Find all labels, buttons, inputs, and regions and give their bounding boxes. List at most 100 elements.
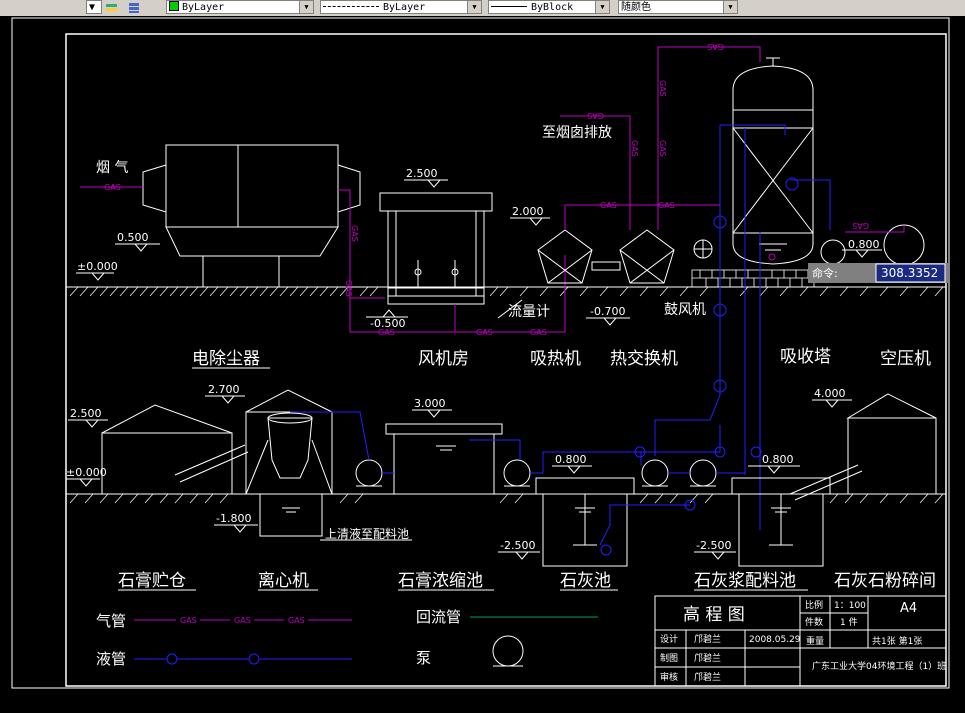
pump — [641, 459, 669, 487]
title-block — [654, 595, 947, 687]
flowmeter-leader — [497, 299, 523, 319]
centrifuge-label: 离心机 — [258, 571, 309, 591]
ground-line-upper — [66, 286, 946, 297]
elevation-label: ±0.000 — [77, 260, 118, 273]
review-name: 邝碧兰 — [694, 671, 721, 683]
fan-room — [379, 192, 493, 305]
supernatant-label: 上清液至配料池 — [325, 526, 409, 541]
elevation-marker — [694, 551, 736, 560]
inner-frame — [65, 33, 947, 687]
chevron-down-icon[interactable]: ▼ — [723, 1, 737, 13]
gas-pipe — [768, 253, 776, 261]
layer-states-icon[interactable] — [104, 0, 120, 14]
heat-exchanger — [591, 229, 675, 284]
organization: 广东工业大学04环境工程（1）班 — [812, 660, 946, 672]
count-label: 件数 — [805, 616, 823, 628]
supernatant-tank — [259, 493, 323, 537]
chevron-down-icon[interactable]: ▼ — [299, 1, 313, 13]
gas-label: GAS — [707, 42, 724, 51]
elevation-marker — [812, 399, 852, 408]
legend-gap — [284, 615, 308, 625]
elevation-label: 0.800 — [762, 453, 794, 466]
review-label: 审核 — [660, 671, 678, 683]
liquid-pipe — [654, 124, 831, 498]
layer-dropdown-arrow[interactable]: ▼ — [86, 0, 102, 14]
elevation-label: 4.000 — [814, 387, 846, 400]
command-value: 308.3352 — [881, 266, 938, 280]
legend-gap — [230, 615, 254, 625]
plotstyle-value: 随颜色 — [621, 2, 651, 13]
gas-label: GAS — [530, 328, 547, 337]
elevation-marker — [205, 395, 245, 404]
color-control[interactable]: ByLayer ▼ — [166, 0, 314, 14]
gypsum-thickener-label: 石膏浓缩池 — [398, 570, 483, 591]
layer-previous-icon[interactable] — [126, 0, 142, 14]
gas-label: GAS — [350, 225, 359, 242]
pump — [689, 459, 717, 487]
air-compressor-label: 空压机 — [880, 349, 931, 369]
gas-pipe — [657, 46, 761, 230]
drawing-canvas[interactable]: 烟 气 GAS 0.500 ±0.000 GAS GAS 2.500 -0.50… — [0, 16, 965, 709]
elevation-label: ±0.000 — [66, 466, 107, 479]
elevation-marker — [214, 524, 258, 533]
elevation-marker — [366, 309, 408, 318]
gypsum-silo-label: 石膏贮仓 — [118, 570, 186, 591]
elevation-drawing: 烟 气 GAS 0.500 ±0.000 GAS GAS 2.500 -0.50… — [11, 17, 950, 689]
brick-foundation — [691, 269, 815, 288]
chevron-down-icon[interactable]: ▼ — [595, 1, 609, 13]
gas-label: GAS — [600, 201, 617, 210]
outer-frame — [11, 17, 950, 689]
design-date: 2008.05.29 — [749, 635, 801, 645]
elevation-marker — [404, 179, 448, 188]
gas-pipe — [564, 204, 720, 230]
lime-tank — [535, 477, 635, 567]
lineweight-control[interactable]: ByBlock ▼ — [488, 0, 610, 14]
limestone-crusher-label: 石灰石粉碎间 — [834, 571, 936, 591]
scale-value: 1：100 — [834, 601, 866, 611]
linetype-preview-icon — [323, 6, 379, 7]
elevation-label: 0.800 — [848, 238, 880, 251]
weight-label: 重量 — [806, 635, 824, 647]
legend-gas-label: 气管 — [96, 612, 126, 630]
heat-absorber — [537, 229, 593, 284]
lineweight-preview-icon — [491, 6, 527, 7]
scale-label: 比例 — [805, 599, 823, 611]
linetype-control[interactable]: ByLayer ▼ — [320, 0, 482, 14]
elevation-marker — [586, 317, 630, 326]
gas-pipe — [338, 189, 385, 299]
properties-toolbar: ▼ ByLayer ▼ ByLayer ▼ ByBlock ▼ 随颜色 ▼ — [0, 0, 965, 17]
gas-label: GAS — [344, 280, 353, 297]
elevation-label: 3.000 — [414, 397, 446, 410]
elevation-label: -2.500 — [500, 539, 535, 552]
elevation-label: -1.800 — [216, 512, 251, 525]
absorption-tower — [732, 57, 814, 265]
blower — [693, 239, 713, 259]
legend-gap — [176, 615, 200, 625]
flowmeter-label: 流量计 — [508, 304, 550, 320]
gas-label: GAS — [378, 328, 395, 337]
fan-room-label: 风机房 — [418, 349, 469, 369]
command-input[interactable] — [875, 263, 946, 283]
elevation-label: 2.500 — [70, 407, 102, 420]
chevron-down-icon[interactable]: ▼ — [467, 1, 481, 13]
gas-pipe — [454, 255, 566, 333]
esp-label: 电除尘器 — [192, 349, 260, 369]
lime-slurry-tank — [731, 464, 863, 567]
gas-label: GAS — [288, 616, 305, 625]
lime-slurry-tank-label: 石灰浆配料池 — [694, 571, 796, 591]
plotstyle-control[interactable]: 随颜色 ▼ — [618, 0, 738, 14]
gypsum-thickener — [385, 423, 503, 495]
elevation-label: 0.800 — [555, 453, 587, 466]
command-label: 命令: — [812, 266, 838, 280]
heat-exchanger-label: 热交换机 — [610, 349, 678, 369]
design-label: 设计 — [660, 633, 678, 645]
gas-pipe — [845, 225, 905, 233]
color-value: ByLayer — [182, 2, 225, 13]
limestone-crusher — [846, 393, 937, 495]
elevation-label: 2.000 — [512, 205, 544, 218]
gas-label: GAS — [658, 80, 667, 97]
elevation-label: 2.700 — [208, 383, 240, 396]
electrostatic-precipitator — [142, 144, 361, 288]
color-swatch-icon — [169, 1, 179, 11]
pump — [355, 459, 383, 487]
